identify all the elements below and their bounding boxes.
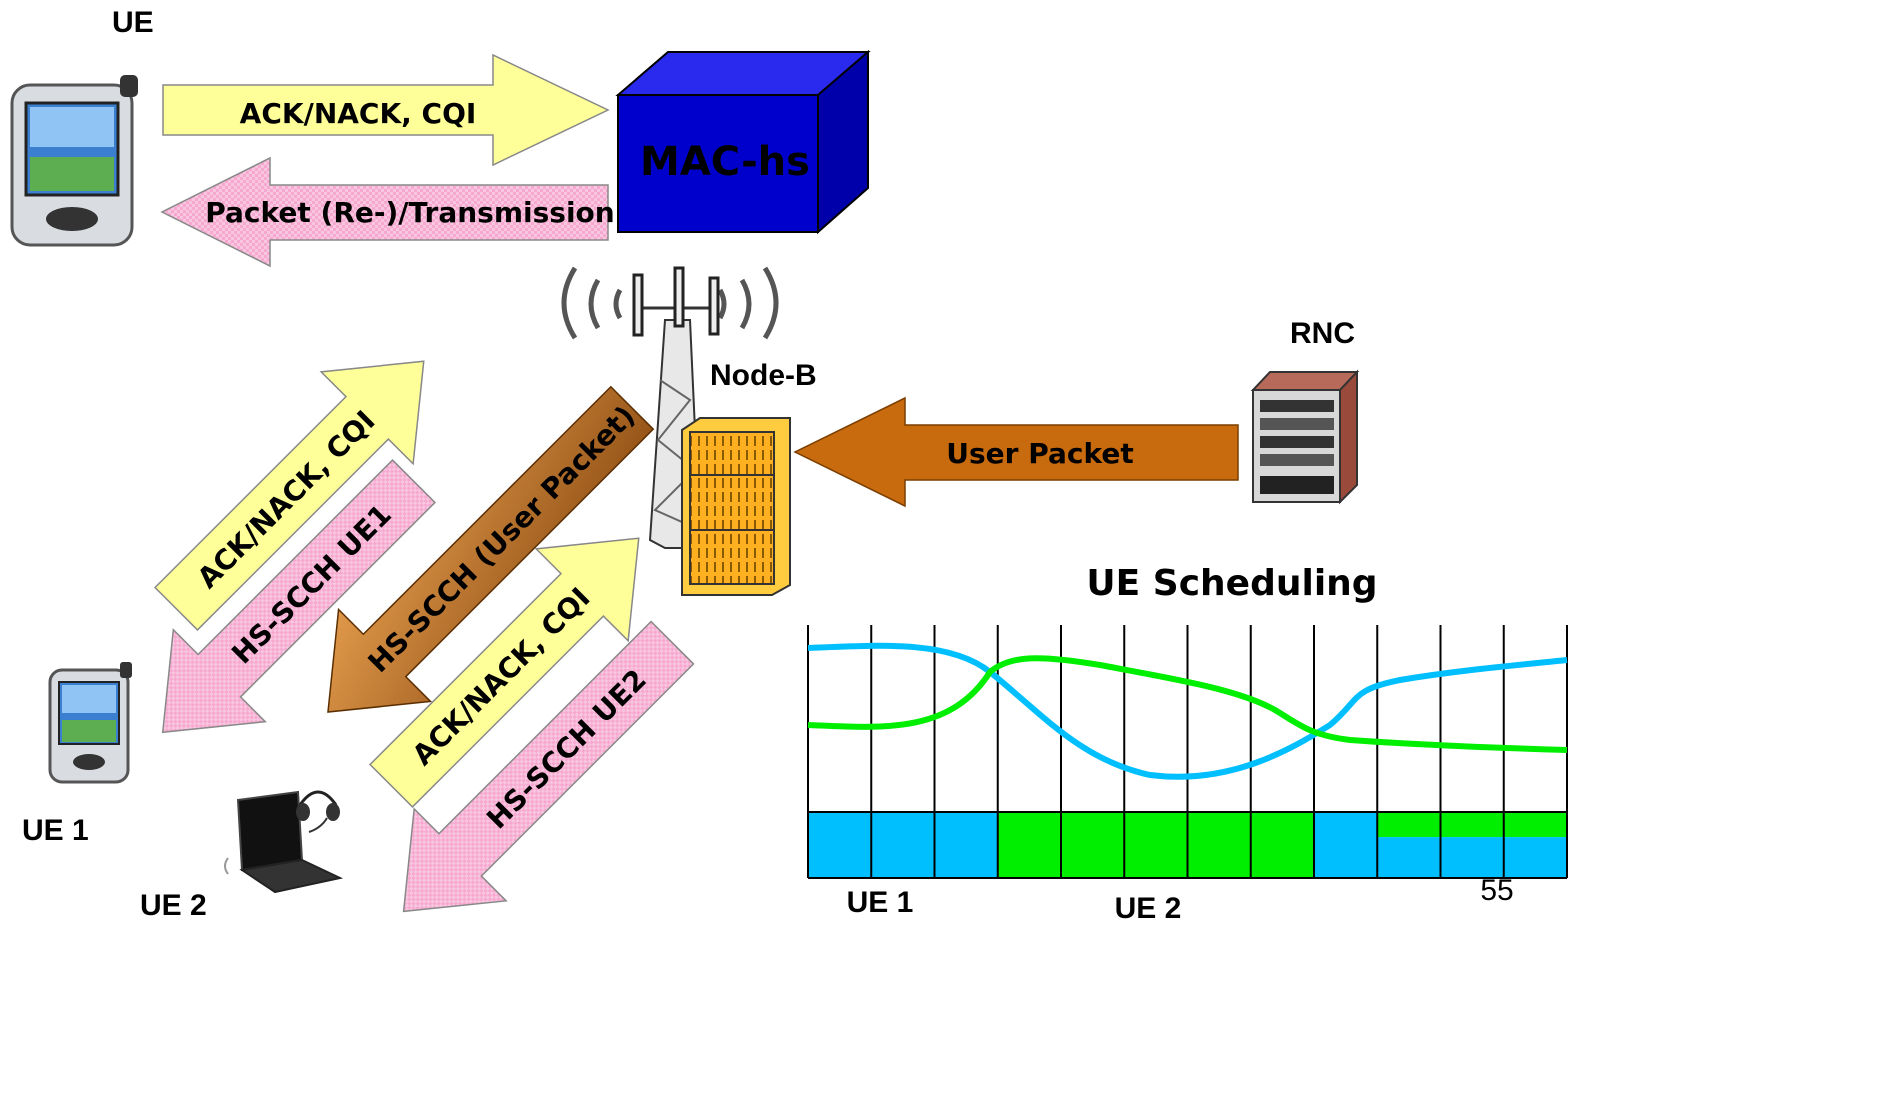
top-ack-arrow-label: ACK/NACK, CQI: [240, 97, 477, 130]
ue1-label: UE 1: [22, 814, 89, 847]
chart-ue1-label: UE 1: [847, 886, 914, 919]
schedule-cell-ue2: [1124, 812, 1188, 878]
schedule-cell-ue2: [1440, 812, 1504, 838]
schedule-title: UE Scheduling: [1086, 563, 1377, 604]
top-ack-arrow: [162, 53, 610, 167]
schedule-cell-ue1: [1440, 837, 1504, 878]
pda-icon: [10, 75, 138, 247]
user-packet-arrow: [793, 396, 1239, 508]
ue2-label: UE 2: [140, 889, 207, 922]
rnc-label: RNC: [1290, 317, 1355, 350]
schedule-cell-ue2: [1503, 812, 1567, 838]
laptop-icon: [224, 790, 344, 894]
top-packet-arrow: [160, 156, 609, 268]
schedule-cell-ue1: [871, 812, 935, 878]
ue2-channel-quality-line: [807, 655, 1568, 753]
schedule-cell-ue1: [934, 812, 998, 878]
rnc-server-icon: [1250, 369, 1360, 505]
pda-icon: [48, 662, 132, 784]
schedule-cell-ue2: [997, 812, 1061, 878]
chart-ue2-label: UE 2: [1115, 892, 1182, 925]
schedule-cell-ue1: [808, 812, 872, 878]
schedule-cell-ue1: [1503, 837, 1567, 878]
node-b-label: Node-B: [710, 359, 817, 392]
schedule-cell-ue2: [1061, 812, 1125, 878]
mac-hs-label: MAC-hs: [640, 139, 810, 185]
ue-scheduling-chart: [807, 625, 1568, 879]
schedule-cell-ue2: [1187, 812, 1251, 878]
mac-hs-box-icon: [615, 49, 871, 235]
top-packet-arrow-label: Packet (Re-)/Transmission: [205, 196, 614, 229]
user-packet-arrow-label: User Packet: [946, 437, 1133, 470]
page-number: 55: [1480, 874, 1513, 907]
headset-icon: [296, 790, 340, 833]
node-b-cabinet-icon: [681, 417, 791, 596]
schedule-cell-ue2: [1377, 812, 1441, 838]
schedule-cell-ue2: [1250, 812, 1314, 878]
schedule-cell-ue1: [1314, 812, 1378, 878]
ue-top-label: UE: [112, 6, 154, 39]
ue1-channel-quality-line: [807, 642, 1568, 780]
schedule-cell-ue1: [1377, 837, 1441, 878]
